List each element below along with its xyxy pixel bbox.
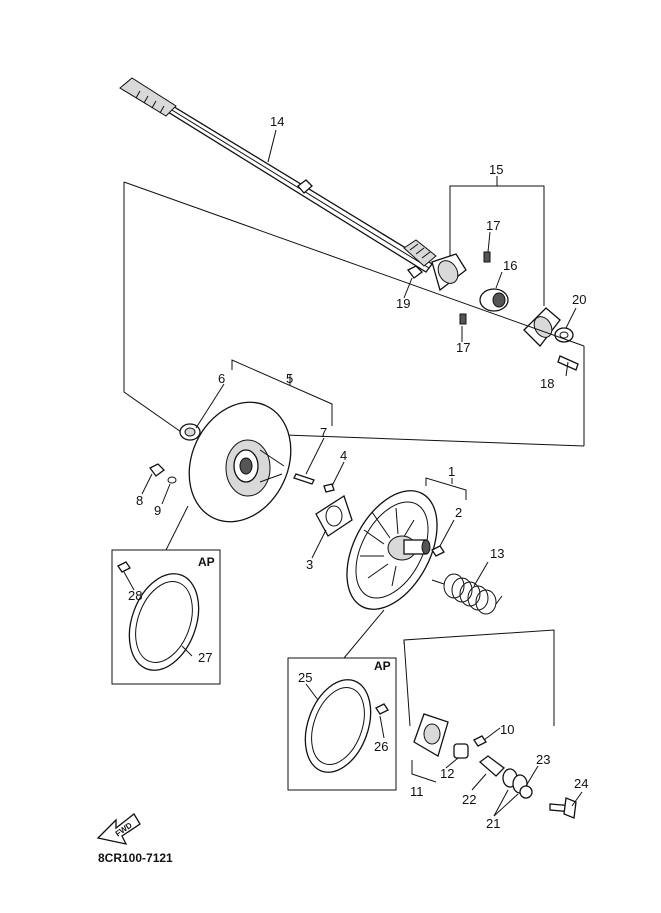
spring	[431, 573, 503, 615]
callout-2: 2	[455, 505, 462, 520]
callout-11: 11	[410, 784, 424, 799]
callout-13: 13	[490, 546, 504, 561]
callout-16: 16	[503, 258, 517, 273]
cam-group	[403, 629, 577, 819]
callout-1: 1	[448, 464, 455, 479]
callout-23: 23	[536, 752, 550, 767]
drive-shaft	[119, 77, 437, 273]
callout-17-lower: 17	[456, 340, 470, 355]
fixed-sheave	[149, 359, 333, 523]
movable-sheave	[315, 477, 467, 610]
callout-14: 14	[270, 114, 284, 129]
callout-8: 8	[136, 493, 143, 508]
callout-3: 3	[306, 557, 313, 572]
ap-label-right: AP	[374, 659, 391, 673]
callout-18: 18	[540, 376, 554, 391]
callout-26: 26	[374, 739, 388, 754]
ap-inset-right	[287, 609, 397, 791]
ap-inset-left	[111, 505, 221, 685]
callout-25: 25	[298, 670, 312, 685]
callout-10: 10	[500, 722, 514, 737]
callout-5: 5	[286, 371, 293, 386]
diagram-code: 8CR100-7121	[98, 851, 173, 865]
callout-17-upper: 17	[486, 218, 500, 233]
callout-7: 7	[320, 425, 327, 440]
callout-9: 9	[154, 503, 161, 518]
callout-15: 15	[489, 162, 503, 177]
callout-28: 28	[128, 588, 142, 603]
leader-lines	[123, 129, 583, 817]
callout-6: 6	[218, 371, 225, 386]
callout-27: 27	[198, 650, 212, 665]
callout-20: 20	[572, 292, 586, 307]
callout-labels: 14 15 17 16 20 19 17 18 6 5 7 4 1 8 9 2 …	[98, 114, 588, 865]
callout-21: 21	[486, 816, 500, 831]
ap-label-left: AP	[198, 555, 215, 569]
callout-24: 24	[574, 776, 588, 791]
callout-12: 12	[440, 766, 454, 781]
forward-direction-arrow-icon: FWD	[96, 813, 141, 845]
callout-22: 22	[462, 792, 476, 807]
bearing-housing-group	[407, 176, 579, 371]
callout-19: 19	[396, 296, 410, 311]
callout-4: 4	[340, 448, 347, 463]
